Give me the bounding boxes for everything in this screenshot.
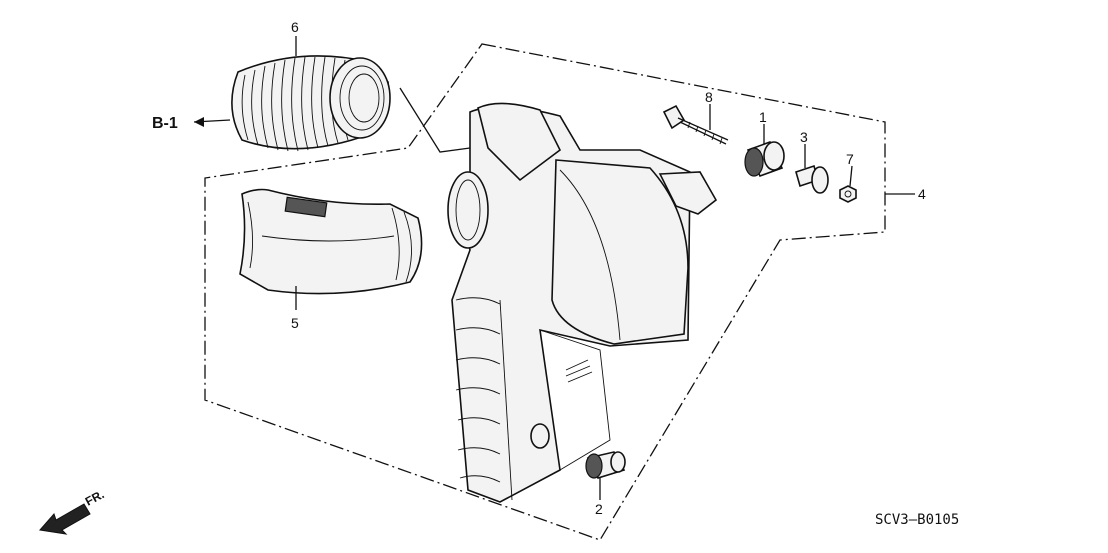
callout-6: 6	[291, 19, 299, 35]
callout-4: 4	[918, 186, 926, 202]
grommet-part-1	[744, 140, 785, 178]
drain-plug-part-2	[585, 451, 626, 479]
callout-5: 5	[291, 315, 299, 331]
bolt-part-8	[662, 104, 729, 145]
reference-label-b1: B-1	[152, 115, 178, 132]
leader-lines	[295, 36, 915, 500]
callout-1: 1	[759, 109, 767, 125]
collar-part-3	[795, 164, 829, 194]
air-cleaner-housing	[447, 102, 718, 503]
callout-2: 2	[595, 501, 603, 517]
b1-arrow	[193, 117, 231, 127]
callout-7: 7	[846, 151, 854, 167]
nut-part-7	[839, 185, 857, 203]
intake-duct-part-6	[231, 55, 391, 152]
diagram-code: SCV3—B0105	[875, 512, 959, 528]
callout-3: 3	[800, 129, 808, 145]
assembly-boundary	[204, 43, 886, 541]
air-intake-tube-part-5	[239, 188, 423, 295]
fr-direction-arrow	[39, 503, 91, 535]
direction-label-fr: FR.	[83, 487, 107, 508]
callout-8: 8	[705, 89, 713, 105]
